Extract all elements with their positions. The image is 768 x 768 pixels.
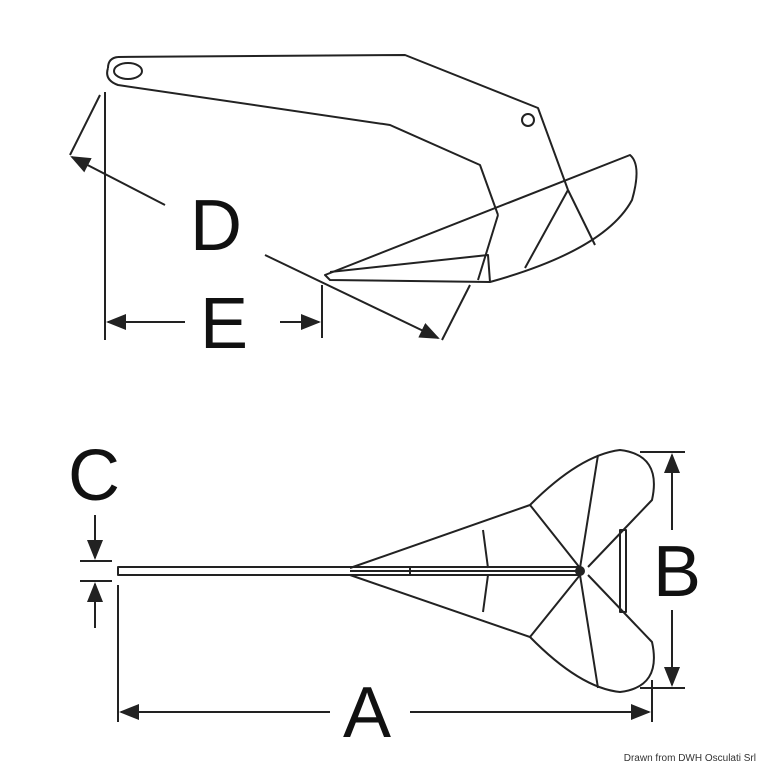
label-b: B	[653, 532, 701, 612]
credit-text: Drawn from DWH Osculati Srl	[623, 753, 756, 764]
anchor-top-view	[117, 449, 655, 693]
label-d: D	[190, 186, 242, 266]
label-c: C	[68, 436, 120, 516]
fluke-side	[324, 154, 638, 283]
upper-fluke-lobe	[349, 449, 655, 569]
tripping-hole	[521, 113, 535, 127]
label-e: E	[200, 284, 248, 364]
lower-fluke-lobe	[349, 574, 655, 693]
shackle-eye	[113, 62, 143, 80]
dimension-a-b-c	[80, 451, 685, 722]
dimension-d-e	[69, 92, 471, 341]
label-a: A	[343, 673, 391, 753]
anchor-side-view	[106, 54, 638, 283]
